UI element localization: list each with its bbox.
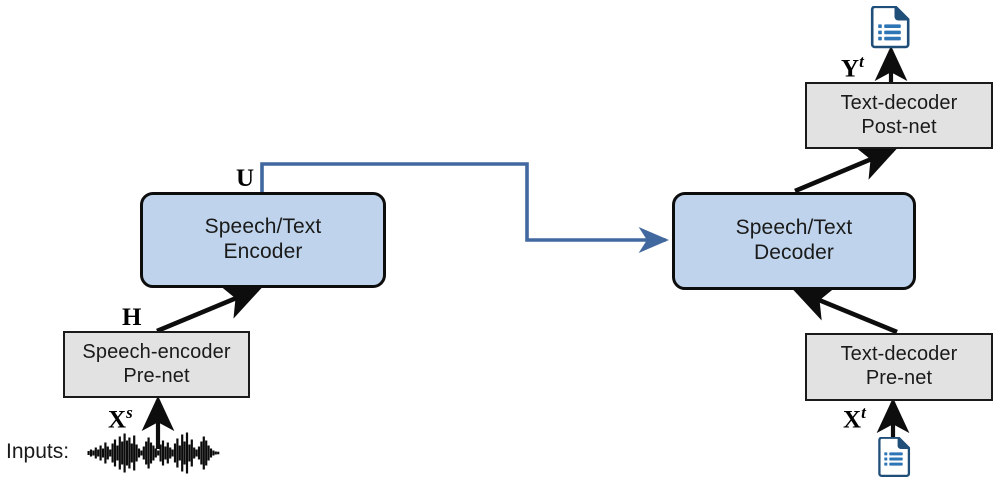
waveform-icon	[87, 432, 220, 474]
text-decoder-postnet-line1: Text-decoder	[840, 91, 958, 114]
speech-text-encoder-box[interactable]: Speech/Text Encoder	[140, 192, 386, 288]
text-decoder-postnet-box[interactable]: Text-decoder Post-net	[805, 82, 993, 149]
label-output-text-superscript: t	[859, 52, 864, 71]
text-decoder-postnet-line2: Post-net	[861, 115, 937, 138]
label-input-text-superscript: t	[861, 403, 866, 422]
label-hidden-u: U	[236, 165, 255, 192]
inputs-label: Inputs:	[6, 440, 70, 463]
speech-encoder-prenet-box[interactable]: Speech-encoder Pre-net	[63, 331, 250, 398]
text-decoder-prenet-line1: Text-decoder	[840, 343, 958, 366]
label-hidden-h: H	[122, 304, 142, 331]
arrow-prenet-to-encoder	[156, 285, 263, 334]
speech-text-encoder-line1: Speech/Text	[204, 215, 322, 239]
label-output-text: Yt	[841, 52, 864, 83]
text-decoder-prenet-box[interactable]: Text-decoder Pre-net	[805, 333, 993, 401]
speech-encoder-prenet-line2: Pre-net	[123, 364, 190, 387]
speech-text-encoder-line2: Encoder	[223, 240, 303, 263]
label-input-speech: Xs	[108, 403, 133, 434]
speech-text-decoder-box[interactable]: Speech/Text Decoder	[672, 192, 916, 290]
speech-encoder-prenet-line1: Speech-encoder	[82, 340, 231, 363]
arrow-text-prenet-to-decoder	[792, 287, 898, 335]
arrow-decoder-to-postnet	[794, 146, 898, 194]
text-decoder-prenet-line2: Pre-net	[865, 367, 933, 389]
label-input-speech-superscript: s	[126, 403, 133, 422]
document-icon-input	[878, 437, 911, 478]
speech-text-decoder-line1: Speech/Text	[735, 216, 853, 240]
label-input-text: Xt	[843, 403, 866, 434]
document-icon-output	[870, 6, 910, 49]
speech-text-decoder-line2: Decoder	[753, 241, 835, 264]
connector-encoder-to-decoder	[260, 162, 669, 253]
